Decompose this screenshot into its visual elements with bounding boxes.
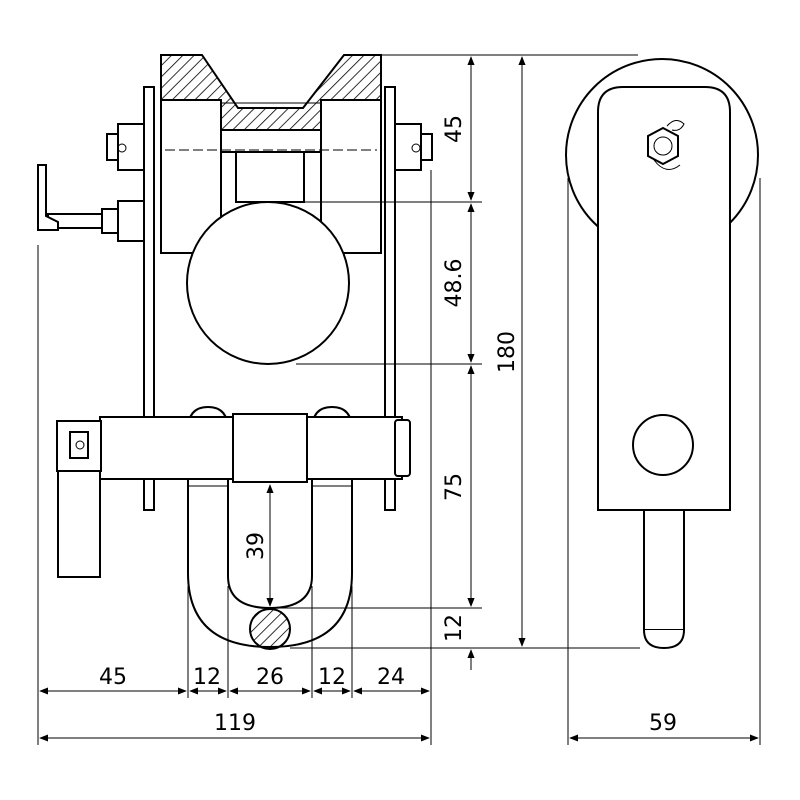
pin-sleeve: [232, 413, 308, 483]
label-side-width: 59: [649, 711, 677, 736]
shackle: [56, 405, 411, 650]
label-total-width: 119: [214, 711, 256, 736]
right-flange: [320, 99, 382, 254]
left-side-plate: [143, 86, 155, 511]
label-seg5: 24: [377, 665, 405, 690]
label-seg3: 26: [256, 665, 284, 690]
label-overall-height: 180: [495, 331, 520, 373]
lock-lever: [37, 164, 59, 231]
load-section: [249, 608, 291, 650]
axle-band: [220, 129, 322, 153]
label-seg2: 12: [193, 665, 221, 690]
side-plate: [597, 86, 731, 511]
label-roller-dia: 48.6: [442, 259, 467, 308]
side-view: [565, 58, 759, 650]
label-seg4: 12: [318, 665, 346, 690]
label-roller-top: 45: [442, 115, 467, 143]
extension-lines: [37, 54, 761, 745]
label-shackle-inner: 39: [244, 532, 269, 560]
right-bolt: [394, 123, 433, 171]
castle-nut: [647, 120, 685, 170]
left-bolt: [47, 123, 145, 242]
label-seg1: 45: [99, 665, 127, 690]
label-shackle-span: 75: [442, 473, 467, 501]
side-pin-hole: [632, 414, 694, 476]
front-view: [37, 54, 433, 650]
label-pin-dia: 12: [442, 614, 467, 642]
side-pin-stub: [643, 509, 685, 631]
pin-handle-grip: [57, 470, 101, 578]
right-side-plate: [384, 86, 396, 511]
dimension-labels: 45 48.6 75 12 180 39 45 12 26 12 24 119 …: [99, 115, 677, 736]
dimension-lines: [39, 56, 759, 742]
hanger-neck: [235, 151, 305, 203]
roller: [186, 201, 350, 365]
